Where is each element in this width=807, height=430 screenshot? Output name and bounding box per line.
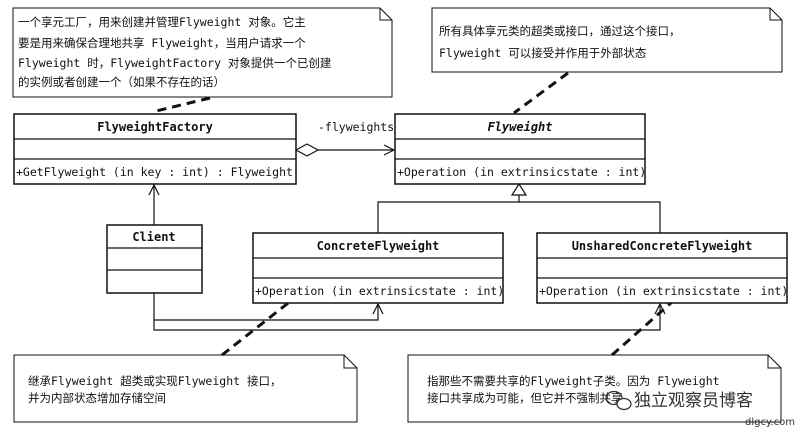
generalization-flyweight (377, 182, 661, 233)
watermark-site: dlgcy.com (745, 417, 795, 428)
flyweight-name: Flyweight (487, 120, 552, 134)
concrete-note: 继承Flyweight 超类或实现Flyweight 接口， 并为内部状态增加存… (13, 354, 358, 423)
flyweight-note-connector (513, 71, 569, 115)
watermark-text: 独立观察员博客 (634, 391, 753, 411)
factory-note-line-4: 的实例或者创建一个（如果不存在的话） (18, 75, 225, 89)
class-flyweight-factory: FlyweightFactory +GetFlyweight (in key :… (13, 113, 297, 185)
factory-note-line-1: 一个享元工厂，用来创建并管理Flyweight 对象。它主 (18, 15, 306, 29)
class-concrete-flyweight: ConcreteFlyweight +Operation (in extrins… (252, 232, 504, 304)
class-unshared-concrete-flyweight: UnsharedConcreteFlyweight +Operation (in… (536, 232, 788, 304)
factory-note-connector (151, 96, 211, 114)
concrete-note-connector (221, 298, 293, 357)
factory-note-line-2: 要是用来确保合理地共享 Flyweight，当用户请求一个 (18, 36, 306, 50)
factory-note-line-3: Flyweight 时，FlyweightFactory 对象提供一个已创建 (18, 56, 332, 70)
unshared-note-connector (611, 300, 673, 357)
concrete-note-line-1: 继承Flyweight 超类或实现Flyweight 接口， (28, 374, 281, 388)
aggregation-factory-flyweight: -flyweights (294, 120, 394, 157)
unshared-concrete-flyweight-name: UnsharedConcreteFlyweight (572, 239, 753, 253)
unshared-note-line-1: 指那些不需要共享的Flyweight子类。因为 Flyweight (427, 374, 720, 388)
flyweight-factory-op: +GetFlyweight (in key : int) : Flyweight (16, 165, 293, 179)
flyweight-note: 所有具体享元类的超类或接口，通过这个接口， Flyweight 可以接受并作用于… (431, 7, 783, 73)
unshared-note: 指那些不需要共享的Flyweight子类。因为 Flyweight 接口共享成为… (407, 354, 782, 423)
unshared-note-line-2: 接口共享成为可能，但它并不强制共享 (427, 391, 623, 405)
association-role-label: -flyweights (318, 120, 394, 134)
unshared-concrete-flyweight-op: +Operation (in extrinsicstate : int) (539, 284, 788, 298)
wechat-icon (605, 390, 632, 411)
client-name: Client (132, 230, 175, 244)
watermark: 独立观察员博客 dlgcy.com (605, 390, 795, 428)
concrete-note-line-2: 并为内部状态增加存储空间 (28, 391, 166, 405)
factory-note: 一个享元工厂，用来创建并管理Flyweight 对象。它主 要是用来确保合理地共… (12, 7, 393, 98)
class-client: Client (106, 224, 203, 294)
flyweight-factory-name: FlyweightFactory (97, 120, 213, 134)
concrete-flyweight-name: ConcreteFlyweight (317, 239, 440, 253)
association-client-flyweights (153, 293, 660, 331)
flyweight-note-line-1: 所有具体享元类的超类或接口，通过这个接口， (439, 24, 681, 38)
flyweight-op: +Operation (in extrinsicstate : int) (397, 165, 646, 179)
flyweight-note-line-2: Flyweight 可以接受并作用于外部状态 (439, 46, 647, 60)
concrete-flyweight-op: +Operation (in extrinsicstate : int) (255, 284, 504, 298)
class-flyweight: Flyweight +Operation (in extrinsicstate … (394, 113, 646, 185)
